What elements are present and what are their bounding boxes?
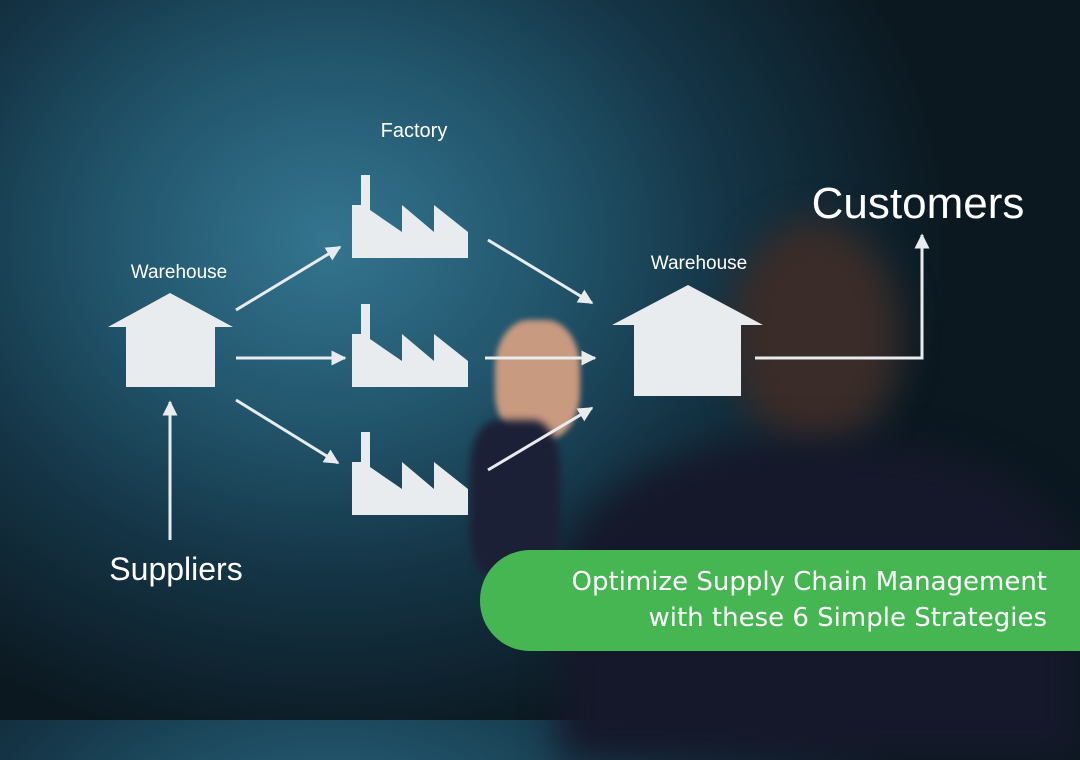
factory-bottom-icon xyxy=(352,432,468,515)
factory-middle-icon xyxy=(352,304,468,387)
arrow-icon xyxy=(487,406,594,472)
warehouse-right-icon xyxy=(612,285,763,396)
factory-label: Factory xyxy=(381,120,448,142)
warehouse-left-icon xyxy=(108,293,233,387)
customers-label: Customers xyxy=(812,179,1025,228)
arrow-icon xyxy=(235,245,342,312)
supply-chain-diagram: Factory Warehouse Warehouse Customers Su… xyxy=(108,120,1025,587)
arrow-icon xyxy=(487,238,594,305)
warehouse-right-label: Warehouse xyxy=(651,253,747,274)
arrow-icon xyxy=(235,398,340,465)
banner-line-2: with these 6 Simple Strategies xyxy=(648,603,1047,633)
suppliers-label: Suppliers xyxy=(109,551,242,587)
factory-top-icon xyxy=(352,175,468,258)
warehouse-left-label: Warehouse xyxy=(131,262,227,283)
arrow-icon xyxy=(755,233,930,360)
person-head xyxy=(730,220,900,450)
title-banner: Optimize Supply Chain Management with th… xyxy=(480,550,1080,651)
banner-line-1: Optimize Supply Chain Management xyxy=(571,567,1047,597)
